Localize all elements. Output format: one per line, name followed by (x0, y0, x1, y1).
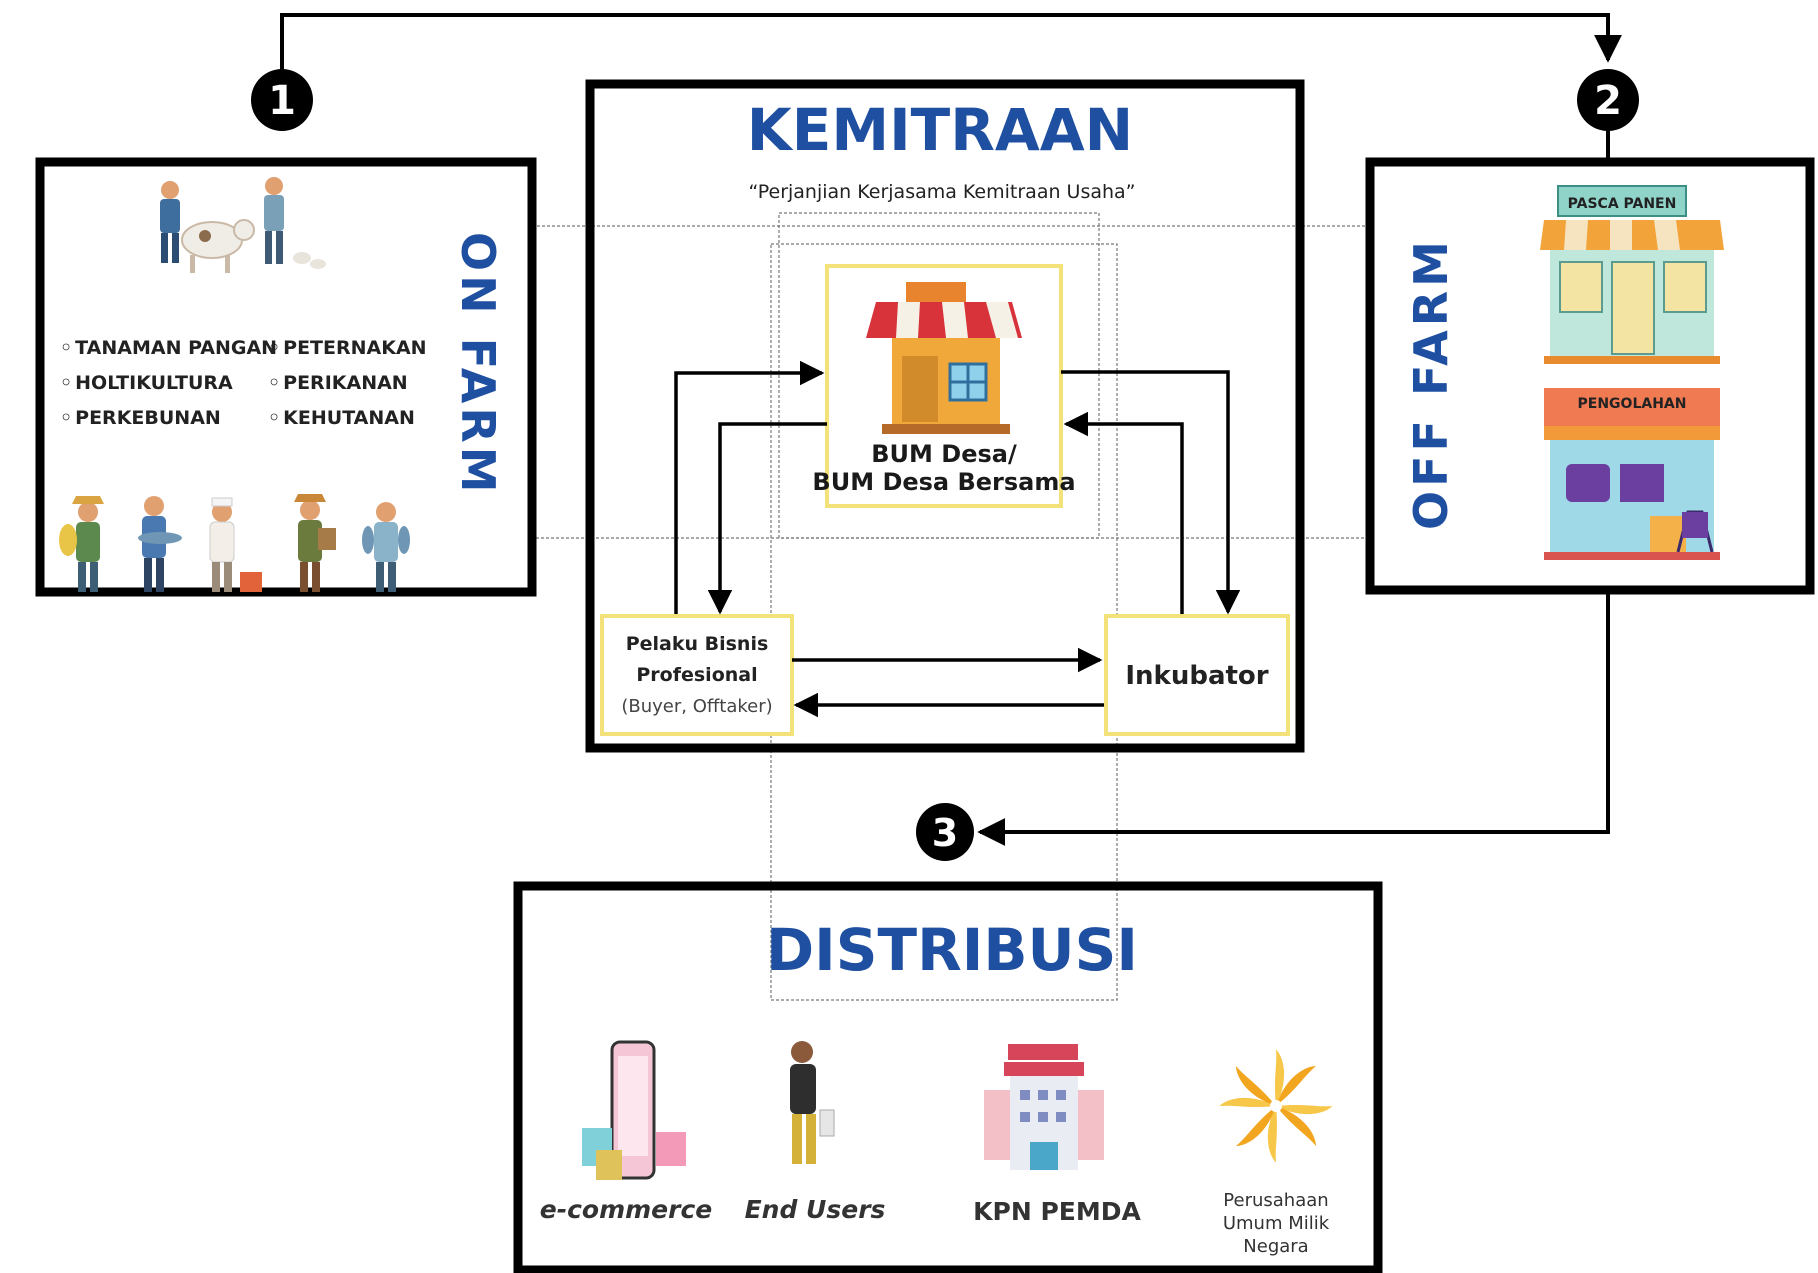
distribusi-item-ecommerce: e-commerce (540, 1195, 713, 1224)
distribusi-box: DISTRIBUSI e-commerce End Users (513, 881, 1383, 1273)
connector-1-to-2 (280, 13, 1622, 100)
pelaku-line1: Pelaku Bisnis (626, 633, 769, 655)
badge-1-label: 1 (268, 78, 296, 124)
distribusi-item-end-users: End Users (745, 1195, 886, 1224)
bumn-logo-icon (1219, 1049, 1333, 1163)
fisherman-icon (138, 496, 182, 592)
farmer-with-geese-icon (264, 177, 326, 269)
store1-label: PASCA PANEN (1568, 196, 1677, 212)
pengolahan-store-icon: PENGOLAHAN (1544, 388, 1720, 560)
badge-1: 1 (251, 69, 313, 131)
list-item: ◦TANAMAN PANGAN (60, 337, 277, 359)
connector-offfarm-to-3 (977, 592, 1610, 846)
bumn-line3: Negara (1243, 1236, 1308, 1257)
fish-holder-icon (362, 502, 410, 592)
bumn-line2: Umum Milik (1223, 1213, 1330, 1234)
badge-2-label: 2 (1594, 78, 1622, 124)
kemitraan-subtitle: “Perjanjian Kerjasama Kemitraan Usaha” (748, 181, 1135, 203)
list-item: ◦PERIKANAN (268, 372, 408, 394)
bumn-line1: Perusahaan (1223, 1190, 1328, 1211)
on-farm-box: ◦TANAMAN PANGAN ◦HOLTIKULTURA ◦PERKEBUNA… (35, 157, 537, 597)
kemitraan-title: KEMITRAAN (747, 96, 1133, 164)
store2-label: PENGOLAHAN (1578, 396, 1687, 412)
shopper-person-icon (790, 1041, 835, 1164)
off-farm-box: OFF FARM PASCA PANEN PENGOLAHAN (1365, 157, 1815, 595)
badge-2: 2 (1577, 69, 1639, 131)
farmer-with-corn-icon (59, 496, 104, 592)
bum-desa-node: BUM Desa/ BUM Desa Bersama (812, 264, 1076, 508)
kemitraan-arrows (674, 360, 1241, 718)
badge-3-label: 3 (932, 811, 958, 855)
harvester-icon (294, 494, 336, 592)
list-item: ◦HOLTIKULTURA (60, 372, 233, 394)
on-farm-list-left: ◦TANAMAN PANGAN ◦HOLTIKULTURA ◦PERKEBUNA… (60, 337, 277, 429)
bum-desa-line1: BUM Desa/ (871, 440, 1017, 468)
badge-3: 3 (916, 803, 974, 861)
arrow-bum-to-pelaku (707, 422, 827, 615)
pasca-panen-store-icon: PASCA PANEN (1540, 185, 1724, 364)
arrow-bum-to-inkubator (1061, 370, 1241, 615)
pelaku-line2: Profesional (636, 664, 757, 686)
distribusi-item-kpn-pemda: KPN PEMDA (973, 1197, 1141, 1226)
chef-icon (209, 497, 262, 592)
list-item: ◦PETERNAKAN (268, 337, 427, 359)
inkubator-label: Inkubator (1125, 661, 1268, 691)
arrow-inkubator-to-bum (1063, 411, 1184, 614)
pelaku-line3: (Buyer, Offtaker) (621, 696, 772, 717)
list-item: ◦KEHUTANAN (268, 407, 415, 429)
kemitraan-box: KEMITRAAN “Perjanjian Kerjasama Kemitraa… (585, 79, 1305, 753)
government-building-icon (984, 1044, 1104, 1170)
bum-desa-line2: BUM Desa Bersama (812, 468, 1075, 496)
phone-shopping-icon (582, 1040, 686, 1180)
distribusi-title: DISTRIBUSI (766, 916, 1138, 984)
on-farm-list-right: ◦PETERNAKAN ◦PERIKANAN ◦KEHUTANAN (268, 337, 427, 429)
inkubator-node: Inkubator (1104, 614, 1290, 736)
list-item: ◦PERKEBUNAN (60, 407, 221, 429)
off-farm-title: OFF FARM (1404, 237, 1458, 530)
farmer-with-cow-icon (160, 181, 255, 273)
pelaku-bisnis-node: Pelaku Bisnis Profesional (Buyer, Offtak… (600, 614, 794, 736)
shop-icon (866, 282, 1022, 434)
on-farm-title: ON FARM (451, 232, 505, 497)
arrow-pelaku-to-bum (674, 360, 825, 614)
